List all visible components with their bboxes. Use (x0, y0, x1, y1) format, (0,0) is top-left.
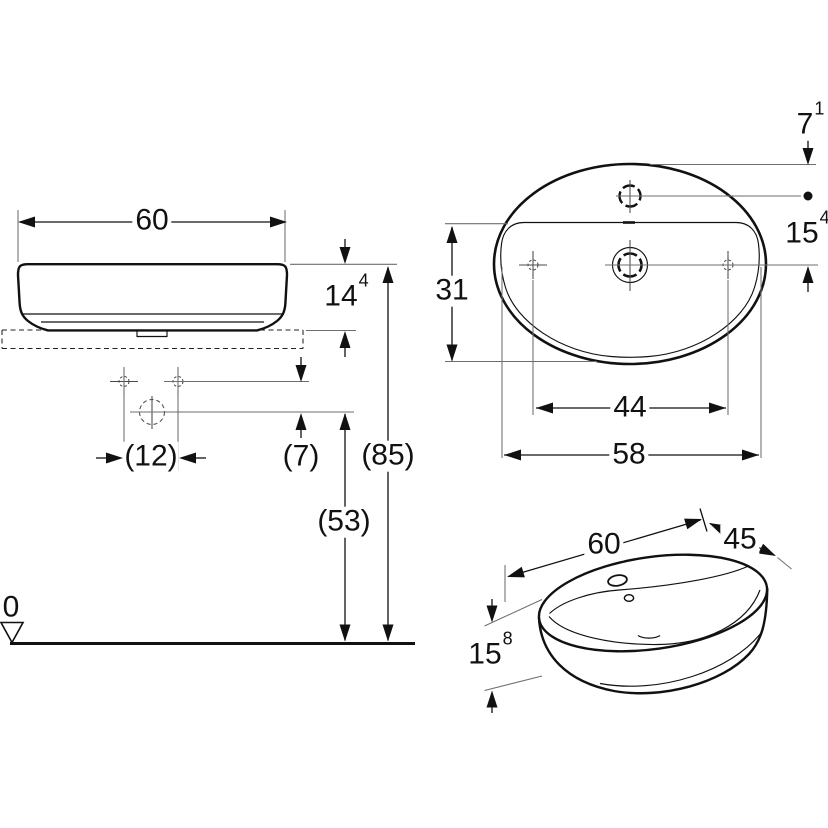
dim-plan-hole-spacing: 44 (610, 392, 650, 424)
dim-plan-width: 58 (609, 439, 649, 471)
datum-triangle (0, 621, 25, 645)
basin-bowl-plan (500, 221, 760, 358)
dim-trap-height: (53) (314, 506, 374, 538)
dim-taphole-offset: (12) (123, 439, 179, 473)
basin-rim-plan (492, 162, 768, 366)
front-view (1, 210, 397, 357)
basin-front-outline (16, 263, 289, 332)
dim-plan-bowl-depth: 31 (432, 275, 472, 307)
dim-counter-to-connection: (7) (279, 441, 323, 473)
dim-front-rim-height: 144 (321, 272, 371, 313)
dim-front-width: 60 (132, 205, 172, 237)
basin-rim-iso (537, 553, 769, 653)
drain-iso (637, 635, 661, 639)
side-taphole-left (519, 251, 547, 279)
basin-wall-iso (537, 587, 769, 695)
dim-rim-height: (85) (358, 440, 418, 472)
overflow-hole-iso (623, 594, 635, 603)
dim-iso-height: 158 (465, 630, 515, 671)
dim-iso-depth: 45 (720, 524, 760, 556)
installation-dimensions (0, 266, 415, 645)
tap-hole-iso (607, 574, 628, 587)
drain-stub (136, 330, 168, 338)
dim-iso-length: 60 (584, 529, 624, 561)
dim-plan-taphole-to-drain: 154 (782, 209, 828, 250)
countertop-dashed (1, 329, 304, 350)
dim-plan-rear-to-taphole: 71 (793, 100, 827, 141)
dimension-dot (803, 191, 813, 201)
floor-datum-label: 0 (2, 590, 20, 624)
plan-view (445, 139, 818, 461)
